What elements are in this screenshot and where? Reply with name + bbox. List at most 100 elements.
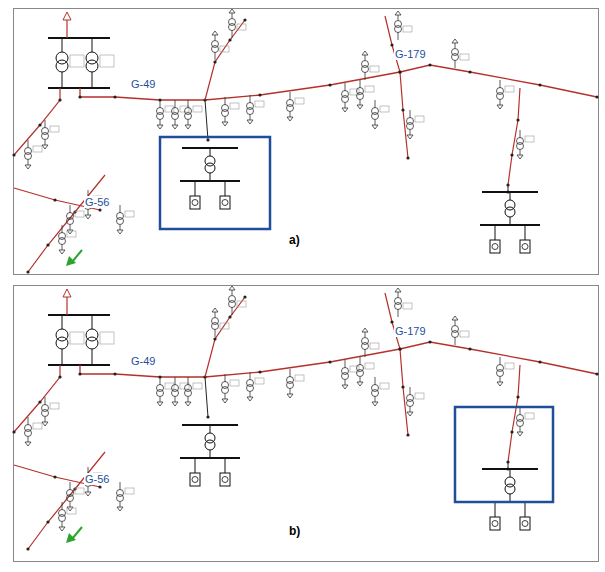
feeder-label: G-49 <box>130 78 156 90</box>
line-node <box>58 375 61 378</box>
line-node <box>113 372 116 375</box>
line-node <box>26 270 29 273</box>
feeder-line <box>28 452 105 549</box>
transformer-symbol <box>185 100 203 129</box>
feeder-label: G-49 <box>130 355 156 367</box>
transformer-symbol <box>42 397 60 426</box>
line-node <box>53 198 56 201</box>
green-arrow-head <box>66 256 76 266</box>
transformer-symbol <box>287 369 305 398</box>
feeder-line <box>385 293 408 435</box>
highlight-box <box>455 407 553 502</box>
line-node <box>12 153 15 156</box>
transformer-symbol <box>212 308 230 337</box>
transformer-symbol <box>452 39 470 68</box>
feeder-line <box>205 377 208 417</box>
transformer-symbol <box>25 140 43 169</box>
line-node <box>46 520 49 523</box>
highlight-box <box>160 137 270 229</box>
line-node <box>26 547 29 550</box>
transformer-symbol <box>287 92 305 121</box>
line-node <box>401 385 404 388</box>
line-node <box>538 83 541 86</box>
line-node <box>228 38 231 41</box>
line-node <box>428 340 431 343</box>
feeder-label: G-56 <box>84 473 110 485</box>
transformer-symbol <box>395 11 413 40</box>
line-node <box>406 156 409 159</box>
transformer-symbol <box>362 328 380 357</box>
line-node <box>398 70 401 73</box>
feeder-line <box>205 297 245 377</box>
line-node <box>113 95 116 98</box>
transformer-symbol <box>342 83 360 112</box>
line-node <box>213 337 216 340</box>
transformer-symbol <box>342 360 360 389</box>
transformer-symbol <box>395 288 413 317</box>
line-node <box>516 395 519 398</box>
substation-symbol <box>480 192 540 253</box>
transformer-symbol <box>229 9 247 38</box>
line-node <box>258 370 261 373</box>
transformer-symbol <box>517 130 535 159</box>
line-node <box>243 295 246 298</box>
line-node <box>38 123 41 126</box>
transformer-symbol <box>67 205 85 234</box>
feeder-label: G-179 <box>394 48 427 60</box>
green-arrow <box>72 527 82 539</box>
line-node <box>595 372 598 375</box>
diagram-panel <box>12 9 598 275</box>
green-arrow-head <box>66 533 76 543</box>
line-node <box>78 95 81 98</box>
feeder-label: G-56 <box>84 196 110 208</box>
transformer-symbol <box>407 110 425 139</box>
line-node <box>258 93 261 96</box>
transformer-symbol <box>117 205 135 234</box>
line-node <box>510 430 513 433</box>
transformer-symbol <box>222 97 240 126</box>
transformer-symbol <box>67 482 85 511</box>
diagram-panel <box>12 286 598 562</box>
line-node <box>213 60 216 63</box>
feeder-line <box>385 16 408 158</box>
substation-symbol <box>180 148 240 209</box>
line-node <box>328 83 331 86</box>
line-node <box>328 360 331 363</box>
transformer-symbol <box>59 502 77 531</box>
line-node <box>406 433 409 436</box>
transformer-symbol <box>185 377 203 406</box>
transformer-symbol <box>59 225 77 254</box>
line-node <box>401 108 404 111</box>
line-node <box>206 138 209 141</box>
transformer-symbol <box>117 482 135 511</box>
substation-symbol <box>480 469 540 530</box>
line-node <box>516 118 519 121</box>
line-node <box>398 347 401 350</box>
line-node <box>243 18 246 21</box>
source-substation <box>48 289 114 365</box>
panel-label: a) <box>288 234 301 247</box>
line-node <box>390 320 393 323</box>
line-node <box>53 475 56 478</box>
line-node <box>510 153 513 156</box>
transformer-symbol <box>247 95 265 124</box>
line-node <box>538 360 541 363</box>
transformer-symbol <box>497 80 515 109</box>
line-node <box>78 372 81 375</box>
feeder-line <box>508 88 520 185</box>
line-node <box>228 315 231 318</box>
line-node <box>58 98 61 101</box>
line-node <box>468 347 471 350</box>
transformer-symbol <box>25 417 43 446</box>
line-node <box>398 70 401 73</box>
transformer-symbol <box>372 100 390 129</box>
transformer-symbol <box>229 286 247 315</box>
line-node <box>595 95 598 98</box>
substation-symbol <box>180 425 240 486</box>
transformer-symbol <box>247 372 265 401</box>
green-arrow <box>72 250 82 262</box>
line-node <box>98 208 101 211</box>
transformer-symbol <box>42 120 60 149</box>
